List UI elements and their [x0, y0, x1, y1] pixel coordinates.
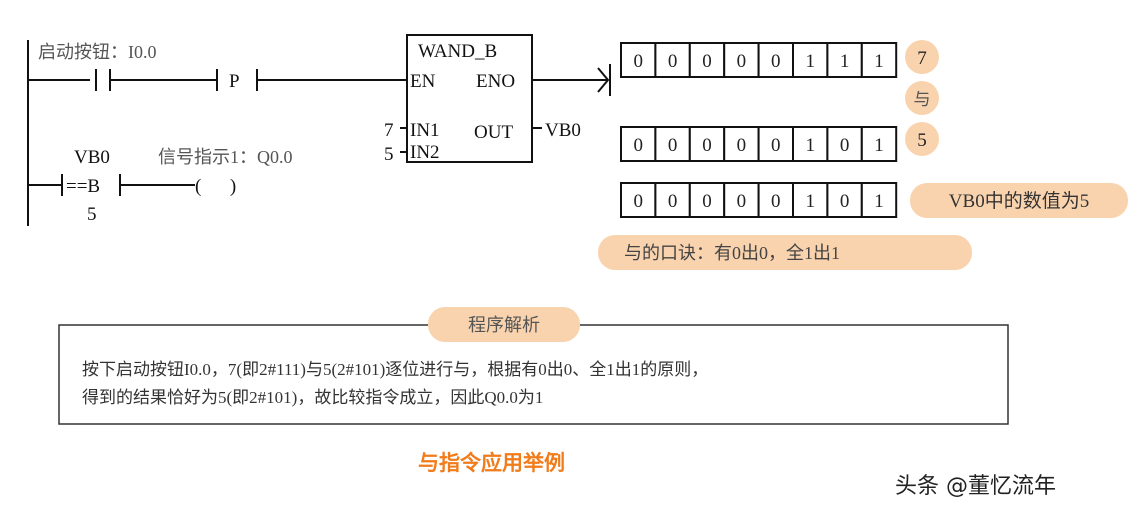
bit-cell [723, 126, 760, 162]
compare-top: VB0 [74, 147, 110, 168]
rung1-label: 启动按钮：I0.0 [38, 42, 157, 62]
eno-pin: ENO [476, 71, 515, 92]
bit-cell [688, 126, 726, 162]
badge-and-text: 与 [914, 90, 931, 110]
ladder-lines [27, 34, 611, 226]
bit-cell [826, 42, 863, 78]
block-title: WAND_B [418, 41, 497, 62]
analysis-title-pill [428, 307, 580, 342]
badges: 7 与 5 VB0中的数值为5 与的口诀：有0出0，全1出1 [598, 40, 1128, 270]
bit-cell [688, 182, 726, 218]
badge-5 [905, 122, 939, 156]
bit-value: 1 [805, 51, 815, 72]
arrow-head [597, 67, 610, 93]
wand-block [406, 34, 533, 163]
bit-value: 0 [771, 51, 781, 72]
in1-value: 7 [384, 120, 394, 141]
en-pin: EN [410, 71, 436, 92]
bit-value: 0 [702, 191, 712, 212]
bit-cell [654, 42, 691, 78]
bit-cell [826, 182, 863, 218]
bit-cell [860, 182, 898, 218]
coil: ( ) [195, 176, 236, 197]
bit-cell [688, 42, 726, 78]
bit-value: 0 [840, 191, 850, 212]
bit-value: 1 [805, 191, 815, 212]
analysis-line-1: 按下启动按钮I0.0，7(即2#111)与5(2#101)逐位进行与，根据有0出… [82, 360, 709, 379]
rule-pill [598, 235, 972, 270]
bit-value: 0 [702, 51, 712, 72]
bit-cell [757, 126, 794, 162]
in1-pin: IN1 [410, 120, 440, 141]
bit-value: 0 [633, 191, 643, 212]
in2-value: 5 [384, 144, 394, 165]
bit-value: 1 [874, 51, 884, 72]
bit-value: 1 [874, 191, 884, 212]
bit-cell [757, 42, 794, 78]
bit-cell [654, 182, 691, 218]
bit-cell [792, 182, 829, 218]
analysis-box: 程序解析 [58, 307, 1009, 425]
result-pill-text: VB0中的数值为5 [949, 190, 1089, 212]
badge-and [905, 81, 939, 115]
analysis-line-2: 得到的结果恰好为5(即2#101)，故比较指令成立，因此Q0.0为1 [82, 388, 544, 407]
bit-value: 0 [737, 191, 747, 212]
bit-value: 0 [737, 135, 747, 156]
bit-cell [860, 126, 898, 162]
bit-cell [723, 42, 760, 78]
bit-value: 0 [702, 135, 712, 156]
bit-cell [860, 42, 898, 78]
p-contact-text: P [229, 71, 240, 92]
analysis-title: 程序解析 [468, 315, 540, 336]
bit-value: 0 [668, 51, 678, 72]
bit-value: 0 [633, 135, 643, 156]
compare-bottom: 5 [87, 204, 97, 225]
badge-7-text: 7 [917, 48, 927, 69]
bit-value: 0 [840, 135, 850, 156]
coil-label: 信号指示1：Q0.0 [158, 147, 293, 167]
out-target: VB0 [545, 120, 581, 141]
out-pin: OUT [474, 122, 513, 143]
bit-value: 1 [840, 51, 850, 72]
badge-5-text: 5 [917, 130, 927, 151]
bit-value: 0 [633, 51, 643, 72]
in2-pin: IN2 [410, 142, 440, 163]
bit-cell [654, 126, 691, 162]
result-pill [910, 183, 1128, 218]
bit-value: 1 [805, 135, 815, 156]
watermark: 头条 @董忆流年 [895, 474, 1056, 499]
bit-value: 0 [737, 51, 747, 72]
bit-value: 0 [668, 135, 678, 156]
bit-rows: 0 0 0 0 0 1 1 1 0 0 0 0 0 1 0 1 0 0 0 0 0 1 0 1 [620, 42, 898, 218]
figure-caption: 与指令应用举例 [418, 451, 565, 475]
compare-op: ==B [66, 176, 100, 197]
badge-7 [905, 40, 939, 74]
bit-value: 0 [771, 135, 781, 156]
bit-value: 0 [771, 191, 781, 212]
bit-cell [723, 182, 760, 218]
bit-value: 1 [874, 135, 884, 156]
rule-pill-text: 与的口诀：有0出0，全1出1 [624, 243, 840, 263]
bit-value: 0 [668, 191, 678, 212]
